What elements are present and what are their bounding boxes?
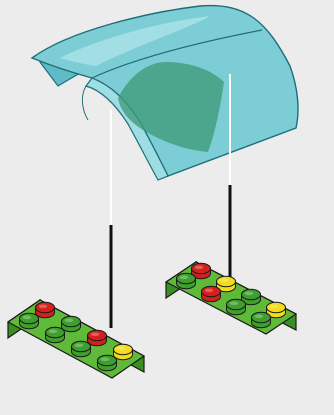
stud-shine <box>220 278 229 282</box>
stud-green <box>62 316 81 331</box>
stud-green <box>227 299 246 314</box>
stud-red <box>202 286 221 301</box>
stud-shine <box>205 288 214 292</box>
stud-shine <box>255 314 264 318</box>
stud-shine <box>75 343 84 347</box>
stud-shine <box>230 301 239 305</box>
stud-shine <box>245 291 254 295</box>
stud-green <box>20 313 39 328</box>
stud-shine <box>65 318 74 322</box>
stud-shine <box>101 357 110 361</box>
stud-green <box>252 312 271 327</box>
stud-shine <box>23 315 32 319</box>
stud-shine <box>270 304 279 308</box>
stud-shine <box>117 346 126 350</box>
stud-green <box>177 273 196 288</box>
stud-red <box>88 330 107 345</box>
stud-shine <box>91 332 100 336</box>
stud-shine <box>39 304 48 308</box>
stud-red <box>36 302 55 317</box>
stud-green <box>46 327 65 342</box>
stud-shine <box>195 265 204 269</box>
stud-shine <box>49 329 58 333</box>
stud-green <box>72 341 91 356</box>
stud-yellow <box>114 344 133 359</box>
stud-green <box>98 355 117 370</box>
stud-shine <box>180 275 189 279</box>
